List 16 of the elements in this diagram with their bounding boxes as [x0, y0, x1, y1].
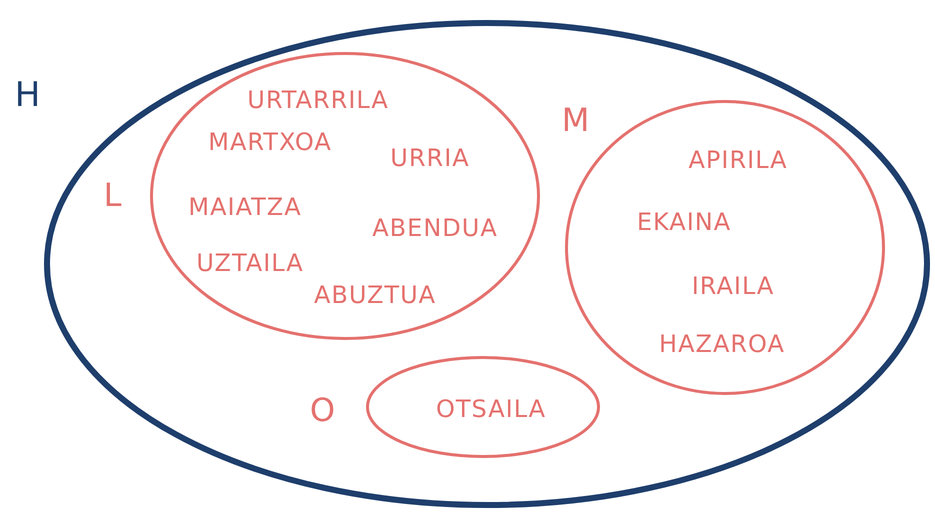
month-name: URTARRILA: [247, 86, 389, 114]
set-label: O: [310, 391, 336, 429]
month-name: IRAILA: [692, 272, 774, 300]
set-label: M: [562, 101, 590, 139]
month-name: URRIA: [390, 144, 470, 172]
month-name: EKAINA: [636, 208, 732, 236]
month-name: ABENDUA: [372, 214, 498, 242]
month-name: MAIATZA: [188, 193, 302, 221]
month-name: HAZAROA: [659, 330, 785, 358]
month-name: OTSAILA: [436, 395, 546, 423]
month-name: APIRILA: [688, 146, 788, 174]
set-label: H: [14, 75, 42, 115]
month-name: ABUZTUA: [314, 281, 436, 309]
month-name: UZTAILA: [196, 249, 304, 277]
month-name: MARTXOA: [208, 128, 332, 156]
set-label: L: [104, 176, 122, 214]
